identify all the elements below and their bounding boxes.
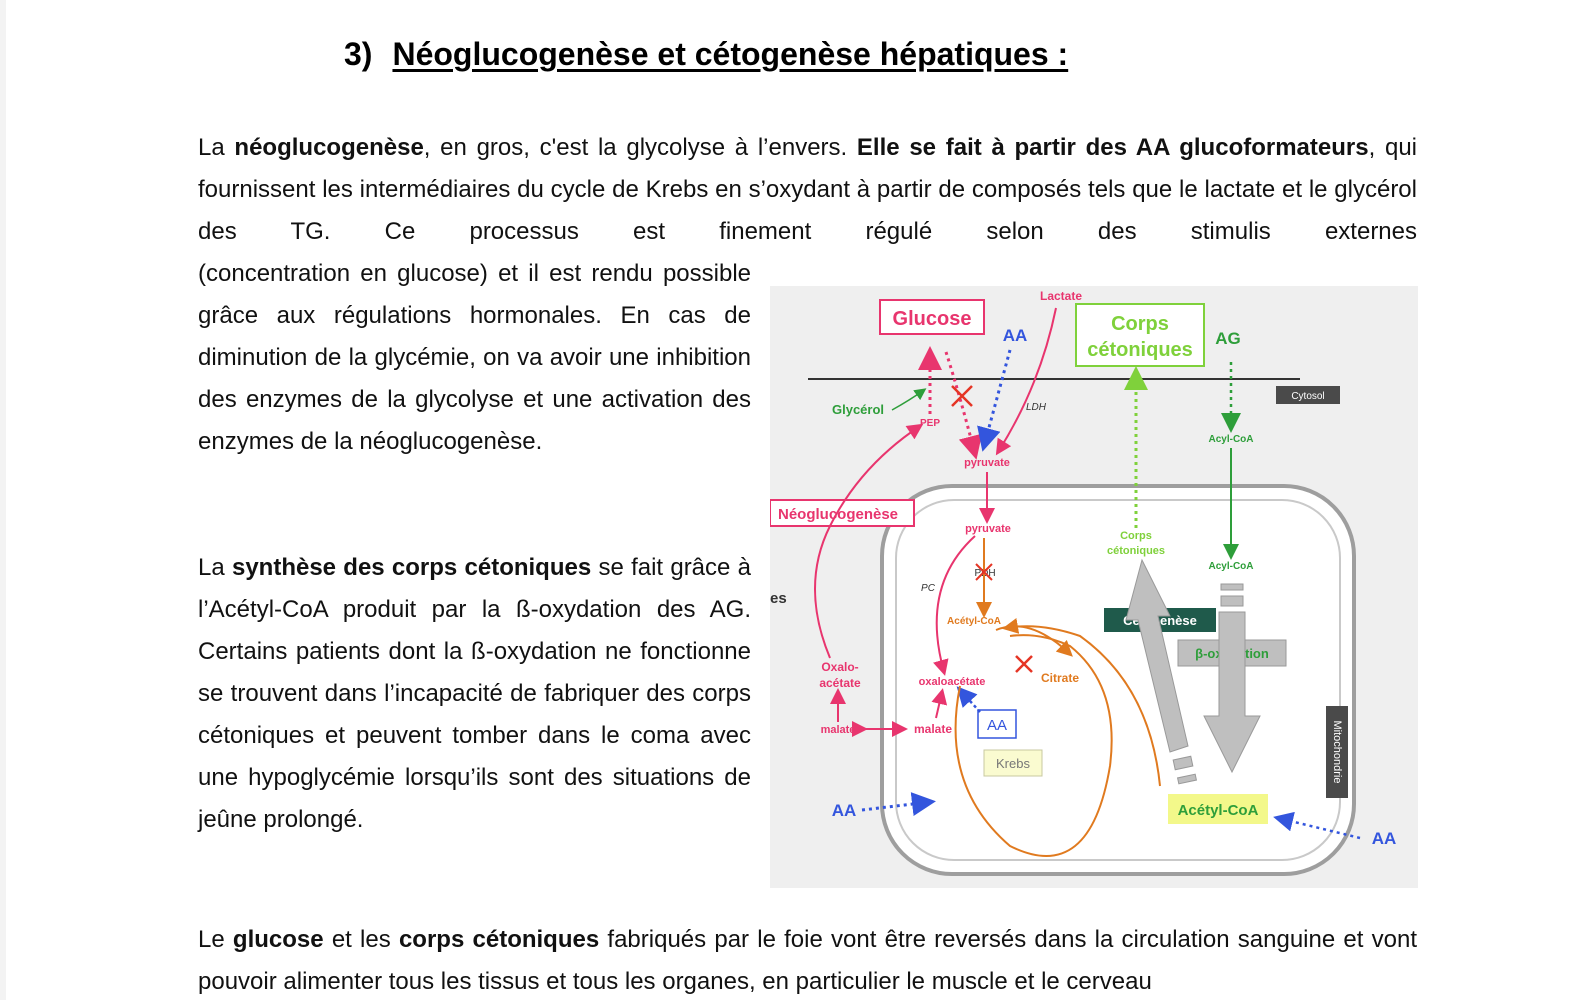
paragraph-neoglucogenese-regulation: (concentration en glucose) et il est ren… <box>198 253 751 463</box>
beta-oxydation-dash <box>1220 595 1244 607</box>
ldh-label: LDH <box>1026 402 1047 413</box>
aa-label-bottom-right: AA <box>1372 829 1397 848</box>
glucose-box <box>879 299 985 335</box>
arrow-glycerol-to-pep <box>891 388 927 411</box>
mitochondrie-label-box <box>1326 706 1348 798</box>
arrow-aa-to-pyruvate <box>977 349 1012 452</box>
pyruvate-mito-label: pyruvate <box>965 523 1011 535</box>
arrow-lactate-to-pyruvate <box>995 307 1057 456</box>
arrow-glucose-to-pyruvate <box>944 351 983 460</box>
glucose-label: Glucose <box>893 308 972 330</box>
aa-label-mito: AA <box>987 717 1007 734</box>
malate-right-label: malate <box>914 722 952 736</box>
aa-label-top: AA <box>1003 326 1028 345</box>
corps-cetoniques-line1: Corps <box>1111 313 1169 335</box>
neoglucogenese-label: Néoglucogenèse <box>778 506 898 523</box>
oxalo-line1: Oxalo- <box>821 660 858 674</box>
aa-label-bottom-left: AA <box>832 801 857 820</box>
acyl-coa-mito-label: Acyl-CoA <box>1208 561 1253 572</box>
cetogenese-dash <box>1172 755 1194 771</box>
arrow-aa-to-krebs <box>861 792 936 817</box>
beta-oxydation-arrow <box>1203 611 1261 774</box>
malate-left-label: malate <box>821 724 856 736</box>
bold-run: corps cétoniques <box>398 926 600 953</box>
corps-small-line2: cétoniques <box>1107 545 1165 557</box>
section-title-text: Néoglucogenèse et cétogenèse hépatiques … <box>392 36 1069 72</box>
text-run: La <box>198 134 235 161</box>
paragraph-neoglucogenese-intro: La néoglucogenèse, en gros, c'est la gly… <box>198 127 1417 253</box>
acetyl-coa-small-label: Acétyl-CoA <box>947 616 1001 627</box>
bold-run: néoglucogenèse <box>234 134 424 161</box>
text-run: , en gros, c'est la glycolyse à l’envers… <box>423 134 857 161</box>
text-run: et les <box>323 926 399 953</box>
cetogenese-arrow <box>1125 558 1189 753</box>
text-run: La <box>198 554 232 581</box>
paragraph-cetogenese: La synthèse des corps cétoniques se fait… <box>198 547 751 841</box>
cropped-text-fragment: es <box>770 590 787 607</box>
beta-oxydation-dash <box>1220 583 1244 591</box>
cetogenese-dash <box>1176 773 1198 785</box>
aa-box-mito <box>977 709 1017 739</box>
arrow-acetylcoa-to-krebs <box>1002 618 1161 787</box>
krebs-box <box>983 749 1043 777</box>
krebs-label: Krebs <box>996 756 1030 771</box>
cytosol-label-box <box>1276 386 1340 404</box>
arrow-oxaloacetate-to-pep <box>814 423 924 659</box>
arrow-pyruvate-to-oxaloacetate <box>933 535 976 676</box>
document-page: 3) Néoglucogenèse et cétogenèse hépatique… <box>6 0 1590 1000</box>
text-run: se fait grâce à l’Acétyl-CoA produit par… <box>198 554 751 833</box>
text-run: fabriqués par le foie vont être reversés… <box>198 926 1417 995</box>
acetyl-coa-big-label: Acétyl-CoA <box>1178 802 1259 819</box>
acyl-coa-cytosol-label: Acyl-CoA <box>1208 434 1253 445</box>
citrate-synthase-cross-icon <box>1015 655 1033 673</box>
bold-run: synthèse des corps cétoniques <box>231 554 592 581</box>
oxalo-line2: acétate <box>819 676 861 690</box>
cytosol-label: Cytosol <box>1291 391 1324 402</box>
bold-run: glucose <box>232 926 324 953</box>
pdh-inhibition-cross-icon <box>975 563 993 581</box>
corps-small-line1: Corps <box>1120 530 1152 542</box>
pep-label: PEP <box>920 418 940 429</box>
glycerol-label: Glycérol <box>832 402 884 417</box>
paragraph-circulation: Le glucose et les corps cétoniques fabri… <box>198 919 1417 1000</box>
mitochondrie-label: Mitochondrie <box>1331 721 1343 784</box>
bold-run: Elle se fait à partir des AA glucoformat… <box>856 134 1369 161</box>
section-title: 3) Néoglucogenèse et cétogenèse hépatique… <box>344 36 1068 73</box>
acetyl-coa-big-box <box>1168 794 1268 824</box>
glycolysis-inhibition-cross-icon <box>951 385 973 407</box>
arrow-malate-to-oxaloacetate-mito <box>931 688 948 719</box>
text-run: (concentration en glucose) et il est ren… <box>198 260 751 455</box>
pyruvate-cytosol-label: pyruvate <box>964 457 1010 469</box>
text-run: Le <box>198 926 233 953</box>
citrate-label: Citrate <box>1041 671 1079 685</box>
arrow-aa-to-acetylcoa <box>1273 811 1361 840</box>
pc-label: PC <box>921 583 936 594</box>
section-number: 3) <box>344 36 373 72</box>
lactate-label: Lactate <box>1040 289 1082 303</box>
metabolism-diagram: Cytosol Glucose Lactate AA Corps cétoniq… <box>770 286 1418 888</box>
arrow-aa-to-oxaloacetate <box>956 686 981 713</box>
text-run: , qui fournissent les intermédiaires du … <box>198 134 1418 245</box>
corps-cetoniques-line2: cétoniques <box>1087 339 1193 361</box>
oxaloacetate-label: oxaloacétate <box>919 676 986 688</box>
ag-label: AG <box>1215 329 1241 348</box>
corps-cetoniques-box <box>1075 303 1205 367</box>
